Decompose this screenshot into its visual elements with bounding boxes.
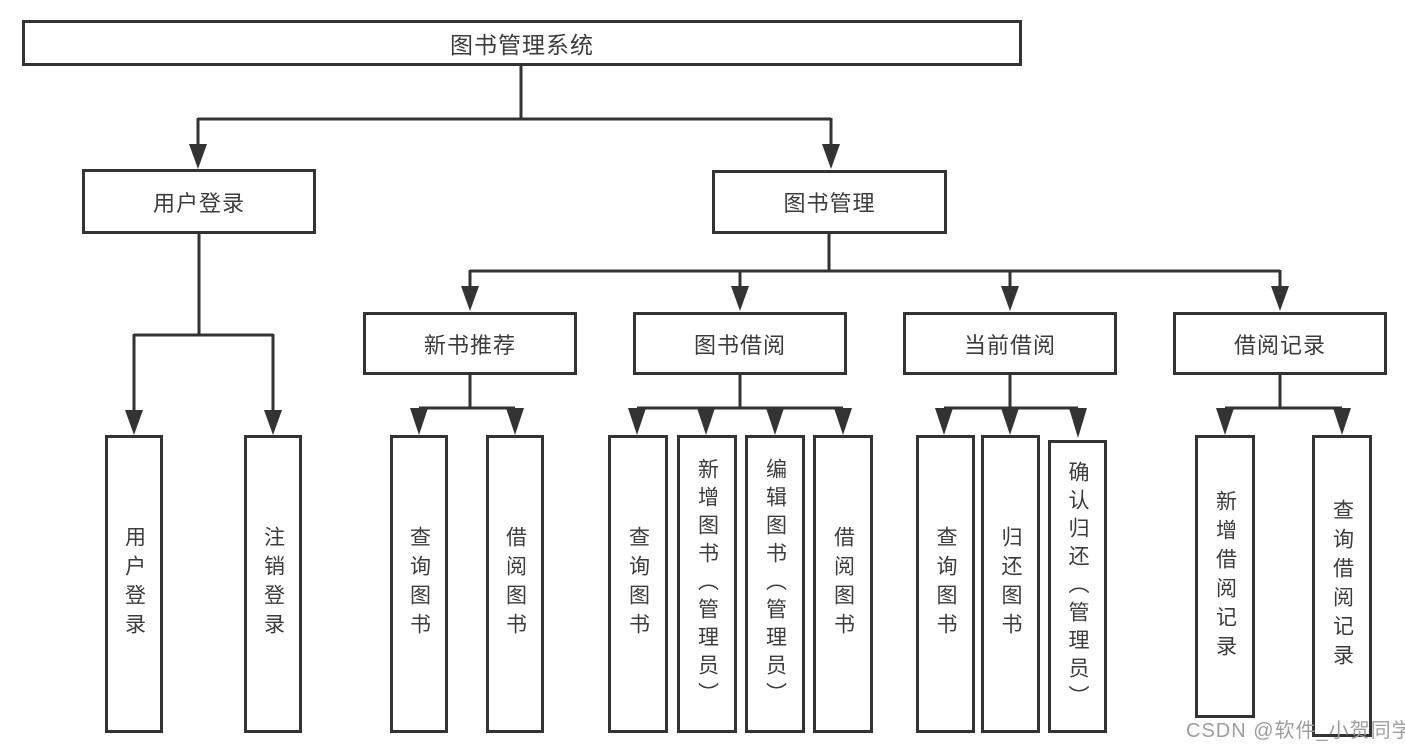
node-current-borrow-label: 当前借阅: [963, 332, 1056, 358]
arrowheads-level3: [461, 286, 1289, 311]
leaf-recommend-query-books-label: 查询图书: [407, 526, 431, 642]
connector-user-login-to-leaves: [132, 234, 275, 412]
leaf-add-borrow-record-label: 新增借阅记录: [1213, 489, 1237, 664]
node-book-management-label: 图书管理: [783, 191, 876, 216]
connector-root-to-level2: [196, 66, 833, 146]
csdn-watermark: CSDN @软件_小贺同学: [1186, 720, 1405, 742]
leaf-edit-book-admin-label: 编辑图书（管理员）: [763, 458, 787, 710]
node-new-book-recommend-label: 新书推荐: [423, 332, 516, 358]
leaf-confirm-return-admin: 确认归还（管理员）: [1048, 440, 1107, 733]
connector-borrow-to-leaves: [637, 375, 843, 410]
leaf-recommend-query-books: 查询图书: [390, 435, 448, 733]
leaf-borrow-borrow-books: 借阅图书: [813, 435, 873, 733]
leaf-recommend-borrow-books-label: 借阅图书: [503, 526, 527, 642]
leaf-user-login: 用户登录: [105, 435, 163, 733]
leaf-return-books-label: 归还图书: [999, 526, 1022, 642]
node-user-login: 用户登录: [82, 169, 316, 234]
leaf-current-query-books-label: 查询图书: [934, 526, 957, 642]
connector-recommend-to-leaves: [419, 375, 515, 410]
leaf-user-login-label: 用户登录: [122, 526, 146, 642]
leaf-query-borrow-record: 查询借阅记录: [1312, 435, 1372, 737]
node-current-borrow: 当前借阅: [903, 312, 1117, 375]
leaf-logout: 注销登录: [244, 435, 302, 733]
arrowheads-level2: [189, 144, 840, 169]
leaf-recommend-borrow-books: 借阅图书: [486, 435, 544, 733]
leaf-return-books: 归还图书: [981, 435, 1040, 733]
leaf-add-book-admin: 新增图书（管理员）: [677, 435, 737, 733]
node-borrow-records: 借阅记录: [1173, 312, 1387, 375]
node-new-book-recommend: 新书推荐: [363, 312, 577, 375]
leaf-add-book-admin-label: 新增图书（管理员）: [695, 458, 719, 710]
connector-records-to-leaves: [1225, 375, 1342, 410]
node-book-borrow: 图书借阅: [633, 312, 847, 375]
node-root: 图书管理系统: [22, 20, 1022, 66]
arrowheads-user-login-leaves: [125, 410, 282, 435]
arrowheads-borrow-leaves: [628, 408, 852, 435]
leaf-borrow-query-books-label: 查询图书: [626, 526, 650, 642]
leaf-add-borrow-record: 新增借阅记录: [1195, 435, 1255, 718]
leaf-edit-book-admin: 编辑图书（管理员）: [745, 435, 805, 733]
node-user-login-label: 用户登录: [152, 190, 245, 216]
leaf-confirm-return-admin-label: 确认归还（管理员）: [1066, 460, 1089, 713]
connector-current-to-leaves: [944, 375, 1078, 410]
leaf-current-query-books: 查询图书: [916, 435, 975, 733]
arrowheads-recommend-leaves: [410, 408, 524, 435]
node-book-management: 图书管理: [712, 170, 947, 234]
leaf-logout-label: 注销登录: [261, 526, 285, 642]
leaf-query-borrow-record-label: 查询借阅记录: [1330, 499, 1354, 673]
arrowheads-current-leaves: [935, 408, 1087, 438]
node-root-label: 图书管理系统: [450, 32, 594, 58]
leaf-borrow-query-books: 查询图书: [608, 435, 668, 733]
node-borrow-records-label: 借阅记录: [1233, 332, 1326, 358]
leaf-borrow-borrow-books-label: 借阅图书: [831, 526, 855, 642]
arrowheads-records-leaves: [1216, 408, 1351, 435]
node-book-borrow-label: 图书借阅: [693, 332, 786, 358]
connector-book-management-to-level3: [468, 234, 1282, 288]
